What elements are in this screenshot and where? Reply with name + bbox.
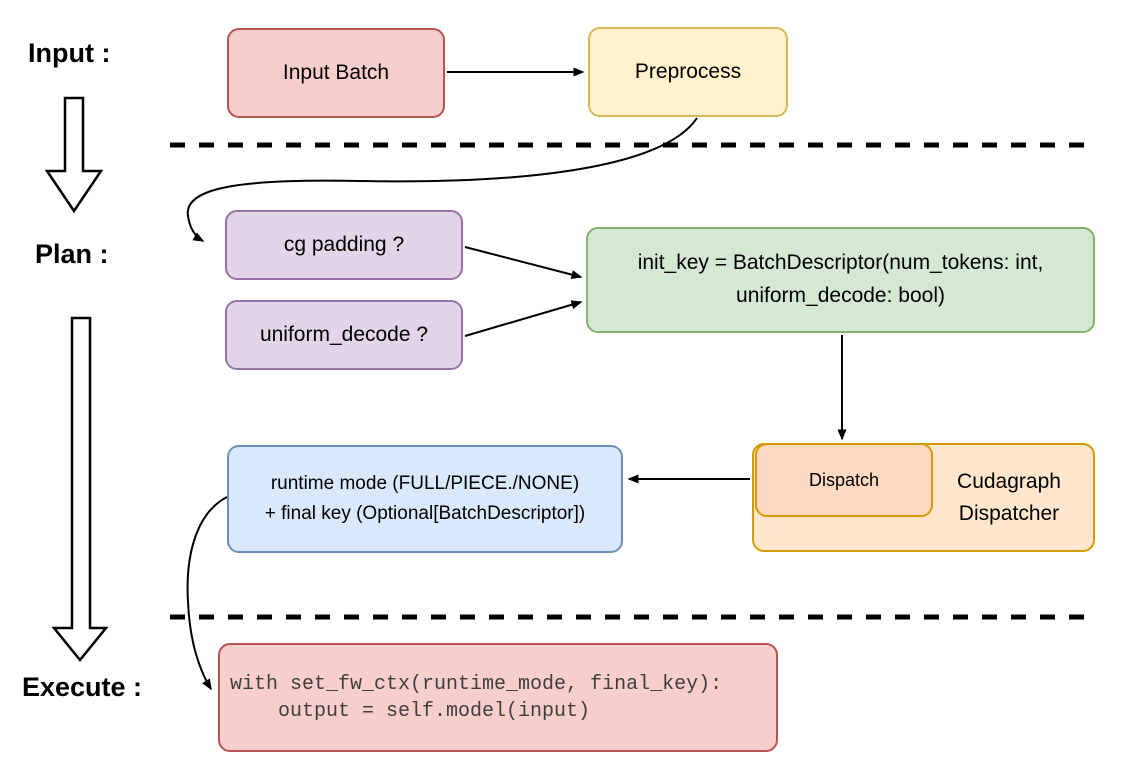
execute-phase-label: Execute : [22,672,143,702]
plan-phase-label: Plan : [35,239,109,269]
cudagraph-dispatcher-line1: Cudagraph [957,470,1061,493]
init-key-node: init_key = BatchDescriptor(num_tokens: i… [586,227,1095,333]
arrow-uniform-decode-to-init-key [464,300,583,337]
exec-code-node: with set_fw_ctx(runtime_mode, final_key)… [218,643,778,752]
cg-padding-label: cg padding ? [283,232,405,256]
preprocess-label: Preprocess [634,59,742,83]
arrow-cg-padding-to-init-key [464,246,583,279]
input-phase-label: Input : [28,38,111,68]
input-batch-node: Input Batch [227,28,445,118]
dispatch-node: Dispatch [755,443,933,517]
plan-phase-arrow [51,316,109,662]
preprocess-node: Preprocess [588,27,788,117]
uniform-decode-node: uniform_decode ? [225,300,463,370]
dispatch-label: Dispatch [808,469,880,490]
runtime-mode-line1: runtime mode (FULL/PIECE./NONE) [270,472,580,494]
init-key-line2: uniform_decode: bool) [736,284,945,307]
init-key-line1: init_key = BatchDescriptor(num_tokens: i… [637,251,1044,275]
cudagraph-dispatcher-label: Cudagraph Dispatcher [925,466,1093,529]
exec-code-line1: with set_fw_ctx(runtime_mode, final_key)… [230,672,723,696]
input-phase-arrow [44,96,104,214]
runtime-mode-node: runtime mode (FULL/PIECE./NONE) + final … [227,445,623,553]
input-batch-label: Input Batch [282,60,390,84]
runtime-mode-line2: + final key (Optional[BatchDescriptor]) [264,503,586,524]
uniform-decode-label: uniform_decode ? [259,322,429,346]
cudagraph-dispatcher-line2: Dispatcher [958,501,1060,525]
exec-code-line2: output = self.model(input) [230,699,591,723]
cg-padding-node: cg padding ? [225,210,463,280]
